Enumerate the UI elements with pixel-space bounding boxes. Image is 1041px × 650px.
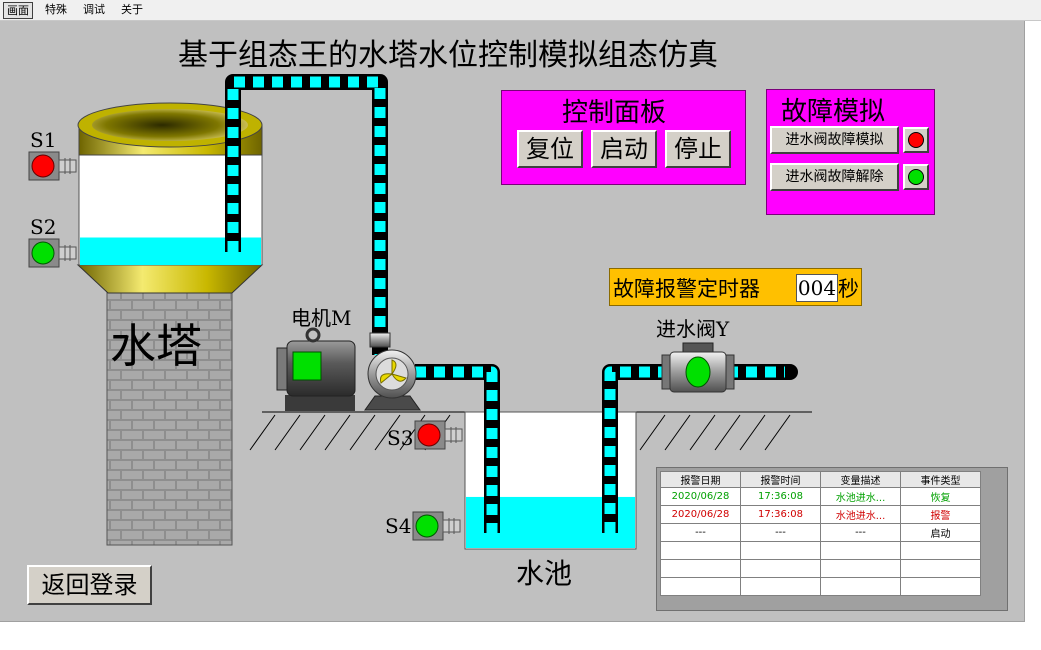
- cell-desc: ---: [820, 523, 901, 542]
- alarm-table: 报警日期 报警时间 变量描述 事件类型 2020/06/28 17:36:08 …: [660, 471, 981, 596]
- sensor-s4: [412, 511, 461, 541]
- cell-time: ---: [740, 523, 821, 542]
- fault-lamp: [908, 132, 924, 148]
- motor-label: 电机M: [291, 306, 352, 330]
- table-row[interactable]: [660, 541, 981, 560]
- valve-fault-clear-button[interactable]: 进水阀故障解除: [770, 163, 899, 191]
- table-row[interactable]: --- --- --- 启动: [660, 523, 981, 542]
- motor-status-indicator: [292, 351, 322, 381]
- alarm-table-header: 报警日期 报警时间 变量描述 事件类型: [660, 471, 981, 488]
- clear-lamp: [908, 169, 924, 185]
- reset-button[interactable]: 复位: [517, 130, 583, 168]
- timer-unit: 秒: [838, 277, 859, 301]
- cell-event: [900, 541, 981, 560]
- fan-icon: [380, 359, 407, 384]
- cell-date: [660, 577, 741, 596]
- cell-date: 2020/06/28: [660, 505, 741, 524]
- back-to-login-button[interactable]: 返回登录: [27, 565, 152, 605]
- menu-screen[interactable]: 画面: [3, 2, 33, 19]
- sensor-s3-label: S3: [387, 426, 414, 450]
- sensor-s2-label: S2: [30, 215, 57, 239]
- table-row[interactable]: 2020/06/28 17:36:08 水池进水... 报警: [660, 505, 981, 524]
- cell-time: 17:36:08: [740, 505, 821, 524]
- clear-lamp-frame: [903, 164, 929, 190]
- cell-event: [900, 559, 981, 578]
- cell-time: 17:36:08: [740, 487, 821, 506]
- tower-column: [106, 289, 233, 546]
- table-row[interactable]: [660, 559, 981, 578]
- tower-label: 水塔: [110, 319, 202, 373]
- cell-event: 报警: [900, 505, 981, 524]
- pipes: [225, 74, 798, 533]
- timer-value: 004: [796, 274, 838, 302]
- fault-lamp-frame: [903, 127, 929, 153]
- timer-label: 故障报警定时器: [613, 277, 760, 301]
- alarm-window: 报警日期 报警时间 变量描述 事件类型 2020/06/28 17:36:08 …: [656, 467, 1008, 611]
- valve-status-indicator: [685, 356, 711, 388]
- start-button[interactable]: 启动: [591, 130, 657, 168]
- sensor-s2-lamp: [31, 241, 55, 265]
- table-row[interactable]: 2020/06/28 17:36:08 水池进水... 恢复: [660, 487, 981, 506]
- cell-time: [740, 577, 821, 596]
- sensor-s2: [28, 238, 77, 268]
- cell-desc: 水池进水...: [820, 487, 901, 506]
- menu-bar: 画面 特殊 调试 关于: [0, 0, 1041, 21]
- sensor-s3-lamp: [417, 423, 441, 447]
- table-row[interactable]: [660, 577, 981, 596]
- fault-alarm-timer: 故障报警定时器 004 秒: [609, 268, 862, 306]
- header-variable-desc[interactable]: 变量描述: [820, 471, 901, 488]
- sensor-s4-lamp: [415, 514, 439, 538]
- cell-desc: [820, 559, 901, 578]
- menu-about[interactable]: 关于: [121, 3, 143, 16]
- fault-panel-title: 故障模拟: [781, 97, 886, 127]
- menu-special[interactable]: 特殊: [45, 3, 67, 16]
- cell-date: 2020/06/28: [660, 487, 741, 506]
- cell-time: [740, 541, 821, 560]
- motor: [276, 327, 356, 411]
- header-event-type[interactable]: 事件类型: [900, 471, 981, 488]
- cell-event: 恢复: [900, 487, 981, 506]
- cell-time: [740, 559, 821, 578]
- cell-event: 启动: [900, 523, 981, 542]
- cell-event: [900, 577, 981, 596]
- cell-desc: 水池进水...: [820, 505, 901, 524]
- pump: [364, 332, 421, 411]
- pool-label: 水池: [516, 557, 573, 590]
- valve-label: 进水阀Y: [656, 317, 730, 341]
- sensor-s4-label: S4: [385, 514, 412, 538]
- cell-date: [660, 541, 741, 560]
- sensor-s1-label: S1: [30, 128, 57, 152]
- control-panel: 控制面板 复位 启动 停止: [501, 90, 746, 185]
- valve-fault-simulate-button[interactable]: 进水阀故障模拟: [770, 126, 899, 154]
- cell-date: ---: [660, 523, 741, 542]
- ground: [249, 411, 812, 451]
- inlet-valve: [661, 342, 735, 393]
- menu-debug[interactable]: 调试: [83, 3, 105, 16]
- header-alarm-time[interactable]: 报警时间: [740, 471, 821, 488]
- cell-desc: [820, 577, 901, 596]
- header-alarm-date[interactable]: 报警日期: [660, 471, 741, 488]
- sensor-s1: [28, 151, 77, 181]
- fault-panel: 故障模拟 进水阀故障模拟 进水阀故障解除: [766, 89, 935, 215]
- cell-desc: [820, 541, 901, 560]
- cell-date: [660, 559, 741, 578]
- control-panel-title: 控制面板: [562, 98, 667, 128]
- sensor-s1-lamp: [31, 154, 55, 178]
- page-title: 基于组态王的水塔水位控制模拟组态仿真: [178, 38, 718, 73]
- stop-button[interactable]: 停止: [665, 130, 731, 168]
- sensor-s3: [414, 420, 463, 450]
